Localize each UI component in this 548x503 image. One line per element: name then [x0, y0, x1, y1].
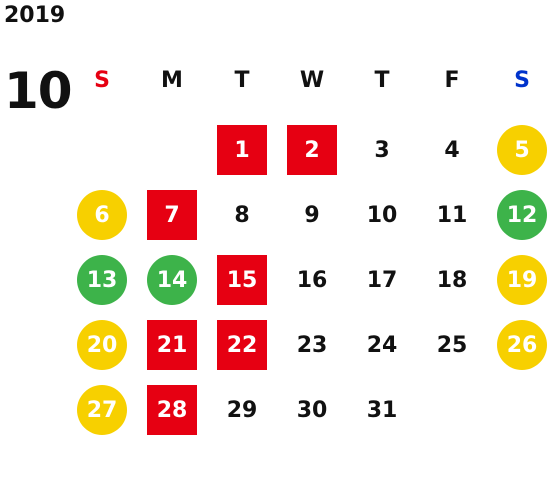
weekday-wed: W — [299, 68, 325, 93]
day-16[interactable]: 16 — [296, 267, 328, 293]
day-23[interactable]: 23 — [296, 332, 328, 358]
day-13[interactable]: 13 — [77, 255, 127, 305]
day-17[interactable]: 17 — [366, 267, 398, 293]
day-5[interactable]: 5 — [497, 125, 547, 175]
day-4[interactable]: 4 — [444, 137, 460, 163]
day-28[interactable]: 28 — [147, 385, 197, 435]
weekday-tue: T — [234, 68, 250, 93]
day-6[interactable]: 6 — [77, 190, 127, 240]
day-1[interactable]: 1 — [217, 125, 267, 175]
day-19[interactable]: 19 — [497, 255, 547, 305]
day-12[interactable]: 12 — [497, 190, 547, 240]
day-2[interactable]: 2 — [287, 125, 337, 175]
day-22[interactable]: 22 — [217, 320, 267, 370]
weekday-mon: M — [161, 68, 183, 93]
day-31[interactable]: 31 — [366, 397, 398, 423]
day-11[interactable]: 11 — [436, 202, 468, 228]
day-10[interactable]: 10 — [366, 202, 398, 228]
day-3[interactable]: 3 — [374, 137, 390, 163]
day-7[interactable]: 7 — [147, 190, 197, 240]
weekday-thu: T — [374, 68, 390, 93]
day-15[interactable]: 15 — [217, 255, 267, 305]
day-26[interactable]: 26 — [497, 320, 547, 370]
month-number: 10 — [4, 62, 73, 120]
day-21[interactable]: 21 — [147, 320, 197, 370]
day-25[interactable]: 25 — [436, 332, 468, 358]
weekday-sat: S — [514, 68, 530, 93]
day-29[interactable]: 29 — [226, 397, 258, 423]
weekday-sun: S — [94, 68, 110, 93]
day-30[interactable]: 30 — [296, 397, 328, 423]
day-14[interactable]: 14 — [147, 255, 197, 305]
day-20[interactable]: 20 — [77, 320, 127, 370]
weekday-fri: F — [444, 68, 460, 93]
day-9[interactable]: 9 — [304, 202, 320, 228]
day-8[interactable]: 8 — [234, 202, 250, 228]
day-27[interactable]: 27 — [77, 385, 127, 435]
day-18[interactable]: 18 — [436, 267, 468, 293]
day-24[interactable]: 24 — [366, 332, 398, 358]
year-label: 2019 — [4, 3, 66, 28]
